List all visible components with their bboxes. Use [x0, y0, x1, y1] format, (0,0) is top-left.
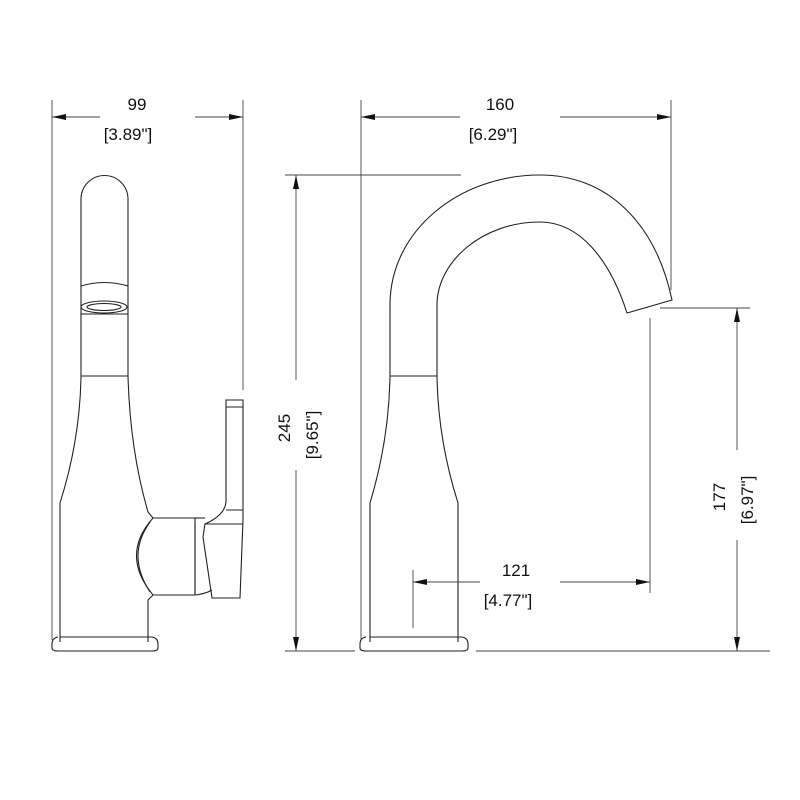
dim-245-in: [9.65"] [303, 411, 322, 460]
dim-160-in: [6.29"] [469, 125, 518, 144]
dim-121-in: [4.77"] [484, 591, 533, 610]
dim-99-in: [3.89"] [104, 125, 153, 144]
dimension-height-total: 245 [9.65"] [275, 174, 770, 652]
aerator-icon [80, 300, 128, 314]
dim-177-mm: 177 [710, 483, 729, 511]
dim-245-mm: 245 [275, 414, 294, 442]
dimension-spout-reach: 121 [4.77"] [412, 318, 651, 628]
dim-99-mm: 99 [128, 95, 147, 114]
dim-160-mm: 160 [486, 95, 514, 114]
dimension-spout-height: 177 [6.97"] [660, 307, 757, 651]
dim-177-in: [6.97"] [738, 476, 757, 525]
side-view-faucet [51, 175, 244, 652]
dim-121-mm: 121 [502, 561, 530, 580]
front-view-faucet [359, 174, 673, 652]
dimension-width-side: 99 [3.89"] [51, 95, 244, 640]
dimension-width-front: 160 [6.29"] [360, 95, 672, 640]
